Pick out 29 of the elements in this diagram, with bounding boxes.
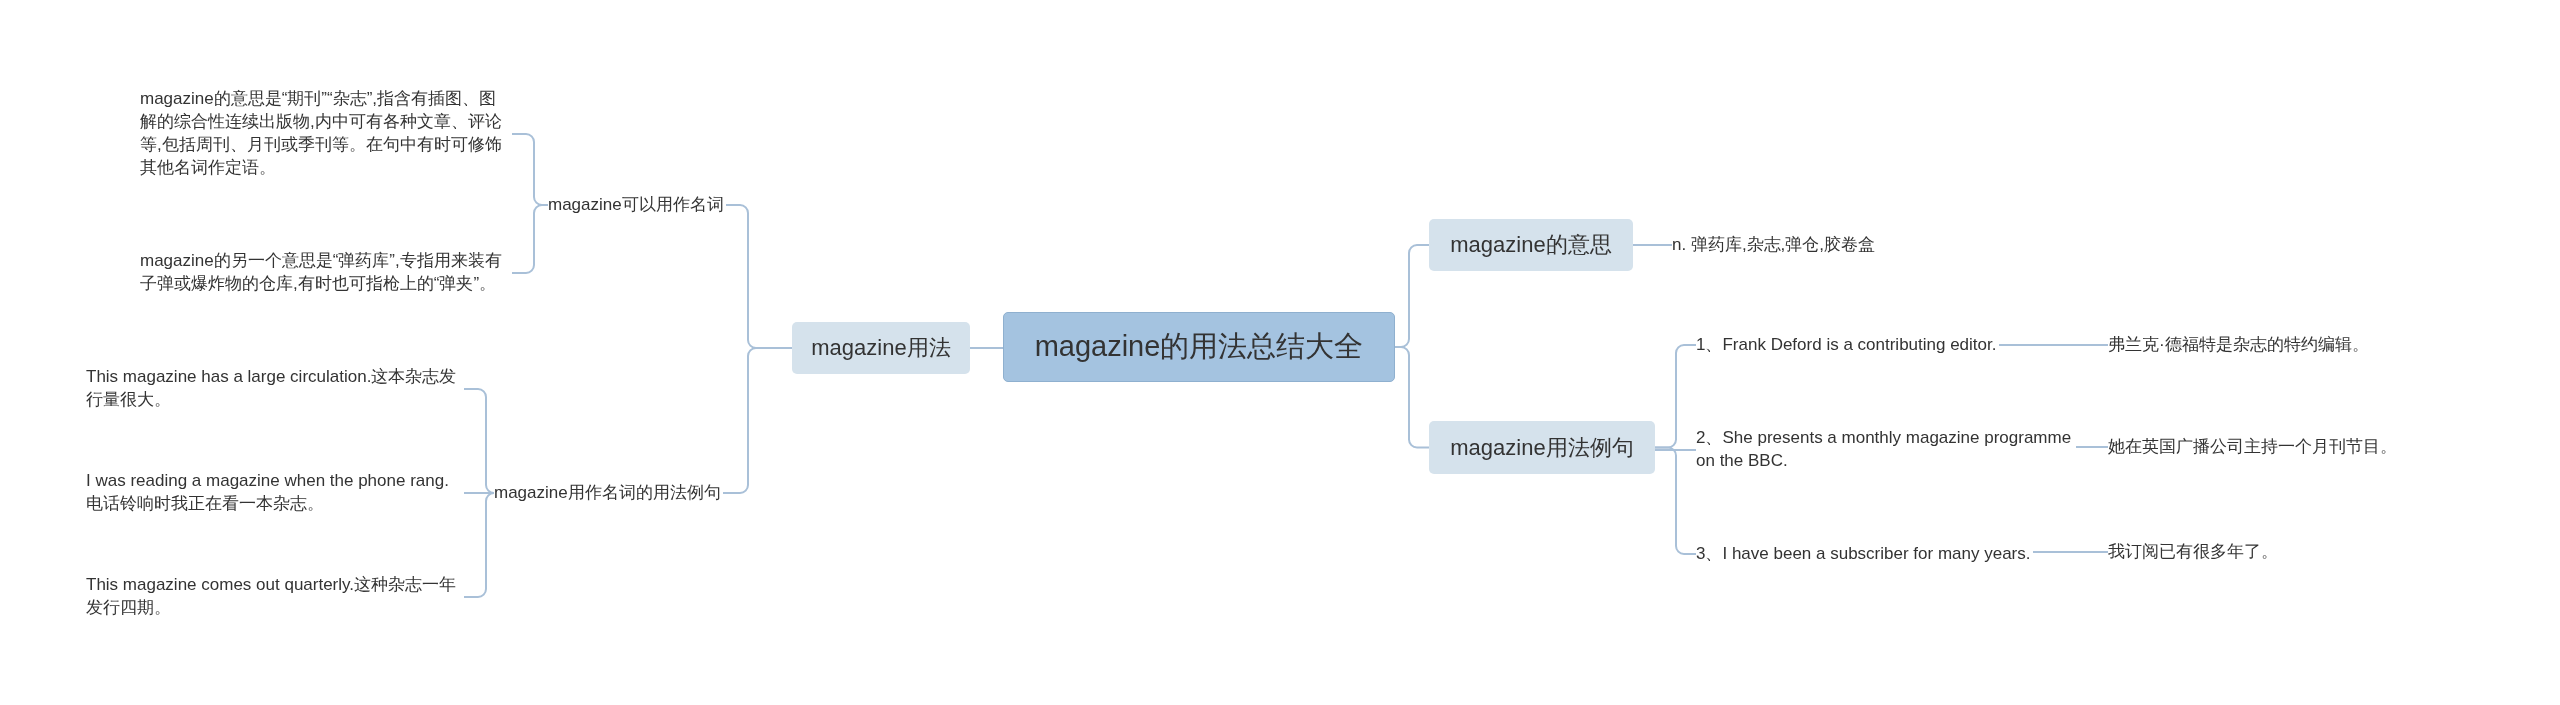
- topic-text: 我订阅已有很多年了。: [2108, 540, 2278, 563]
- topic-label: magazine用法: [811, 334, 951, 363]
- topic-text: I was reading a magazine when the phone rang.电话铃响时我正在看一本杂志。: [86, 470, 450, 515]
- topic-box: [792, 322, 970, 374]
- connector-line: [969, 347, 1004, 349]
- topic-text: magazine的另一个意思是“弹药库”,专指用来装有子弹或爆炸物的仓库,有时也可指枪上的“弹夹”。: [140, 250, 503, 295]
- topic-label: magazine用法例句: [1450, 433, 1634, 462]
- connector-line: [1394, 346, 1430, 449]
- connector-line: [2075, 446, 2109, 448]
- topic-label: magazine的意思: [1450, 231, 1612, 260]
- topic-text: 弗兰克·德福特是杂志的特约编辑。: [2108, 333, 2369, 356]
- connector-line: [1998, 344, 2109, 346]
- topic-text: This magazine has a large circulation.这本杂志发行量很大。: [86, 366, 458, 411]
- topic-text: magazine可以用作名词: [548, 193, 724, 216]
- topic-text: This magazine comes out quarterly.这种杂志一年发行四期。: [86, 574, 458, 619]
- topic-text: 1、Frank Deford is a contributing editor.: [1696, 333, 1997, 356]
- topic-label: magazine的用法总结大全: [1034, 329, 1364, 365]
- topic-text: magazine用作名词的用法例句: [494, 481, 721, 504]
- topic-box: [1429, 219, 1633, 271]
- connector-line: [1632, 244, 1673, 246]
- topic-text: 3、I have been a subscriber for many years.: [1696, 542, 2031, 565]
- topic-text: n. 弹药库,杂志,弹仓,胶卷盒: [1672, 233, 1876, 256]
- central-topic: [1003, 312, 1395, 382]
- connector-line: [1654, 449, 1697, 451]
- topic-text: magazine的意思是“期刊”“杂志”,指含有插图、图解的综合性连续出版物,内中可有各种文章、评论等,包括周刊、月刊或季刊等。在句中有时可修饰其他名词作定语。: [140, 88, 503, 179]
- connector-line: [2032, 551, 2109, 553]
- topic-box: [1429, 421, 1655, 474]
- topic-text: 她在英国广播公司主持一个月刊节目。: [2108, 435, 2397, 458]
- topic-text: 2、She presents a monthly magazine programme on the BBC.: [1696, 427, 2073, 472]
